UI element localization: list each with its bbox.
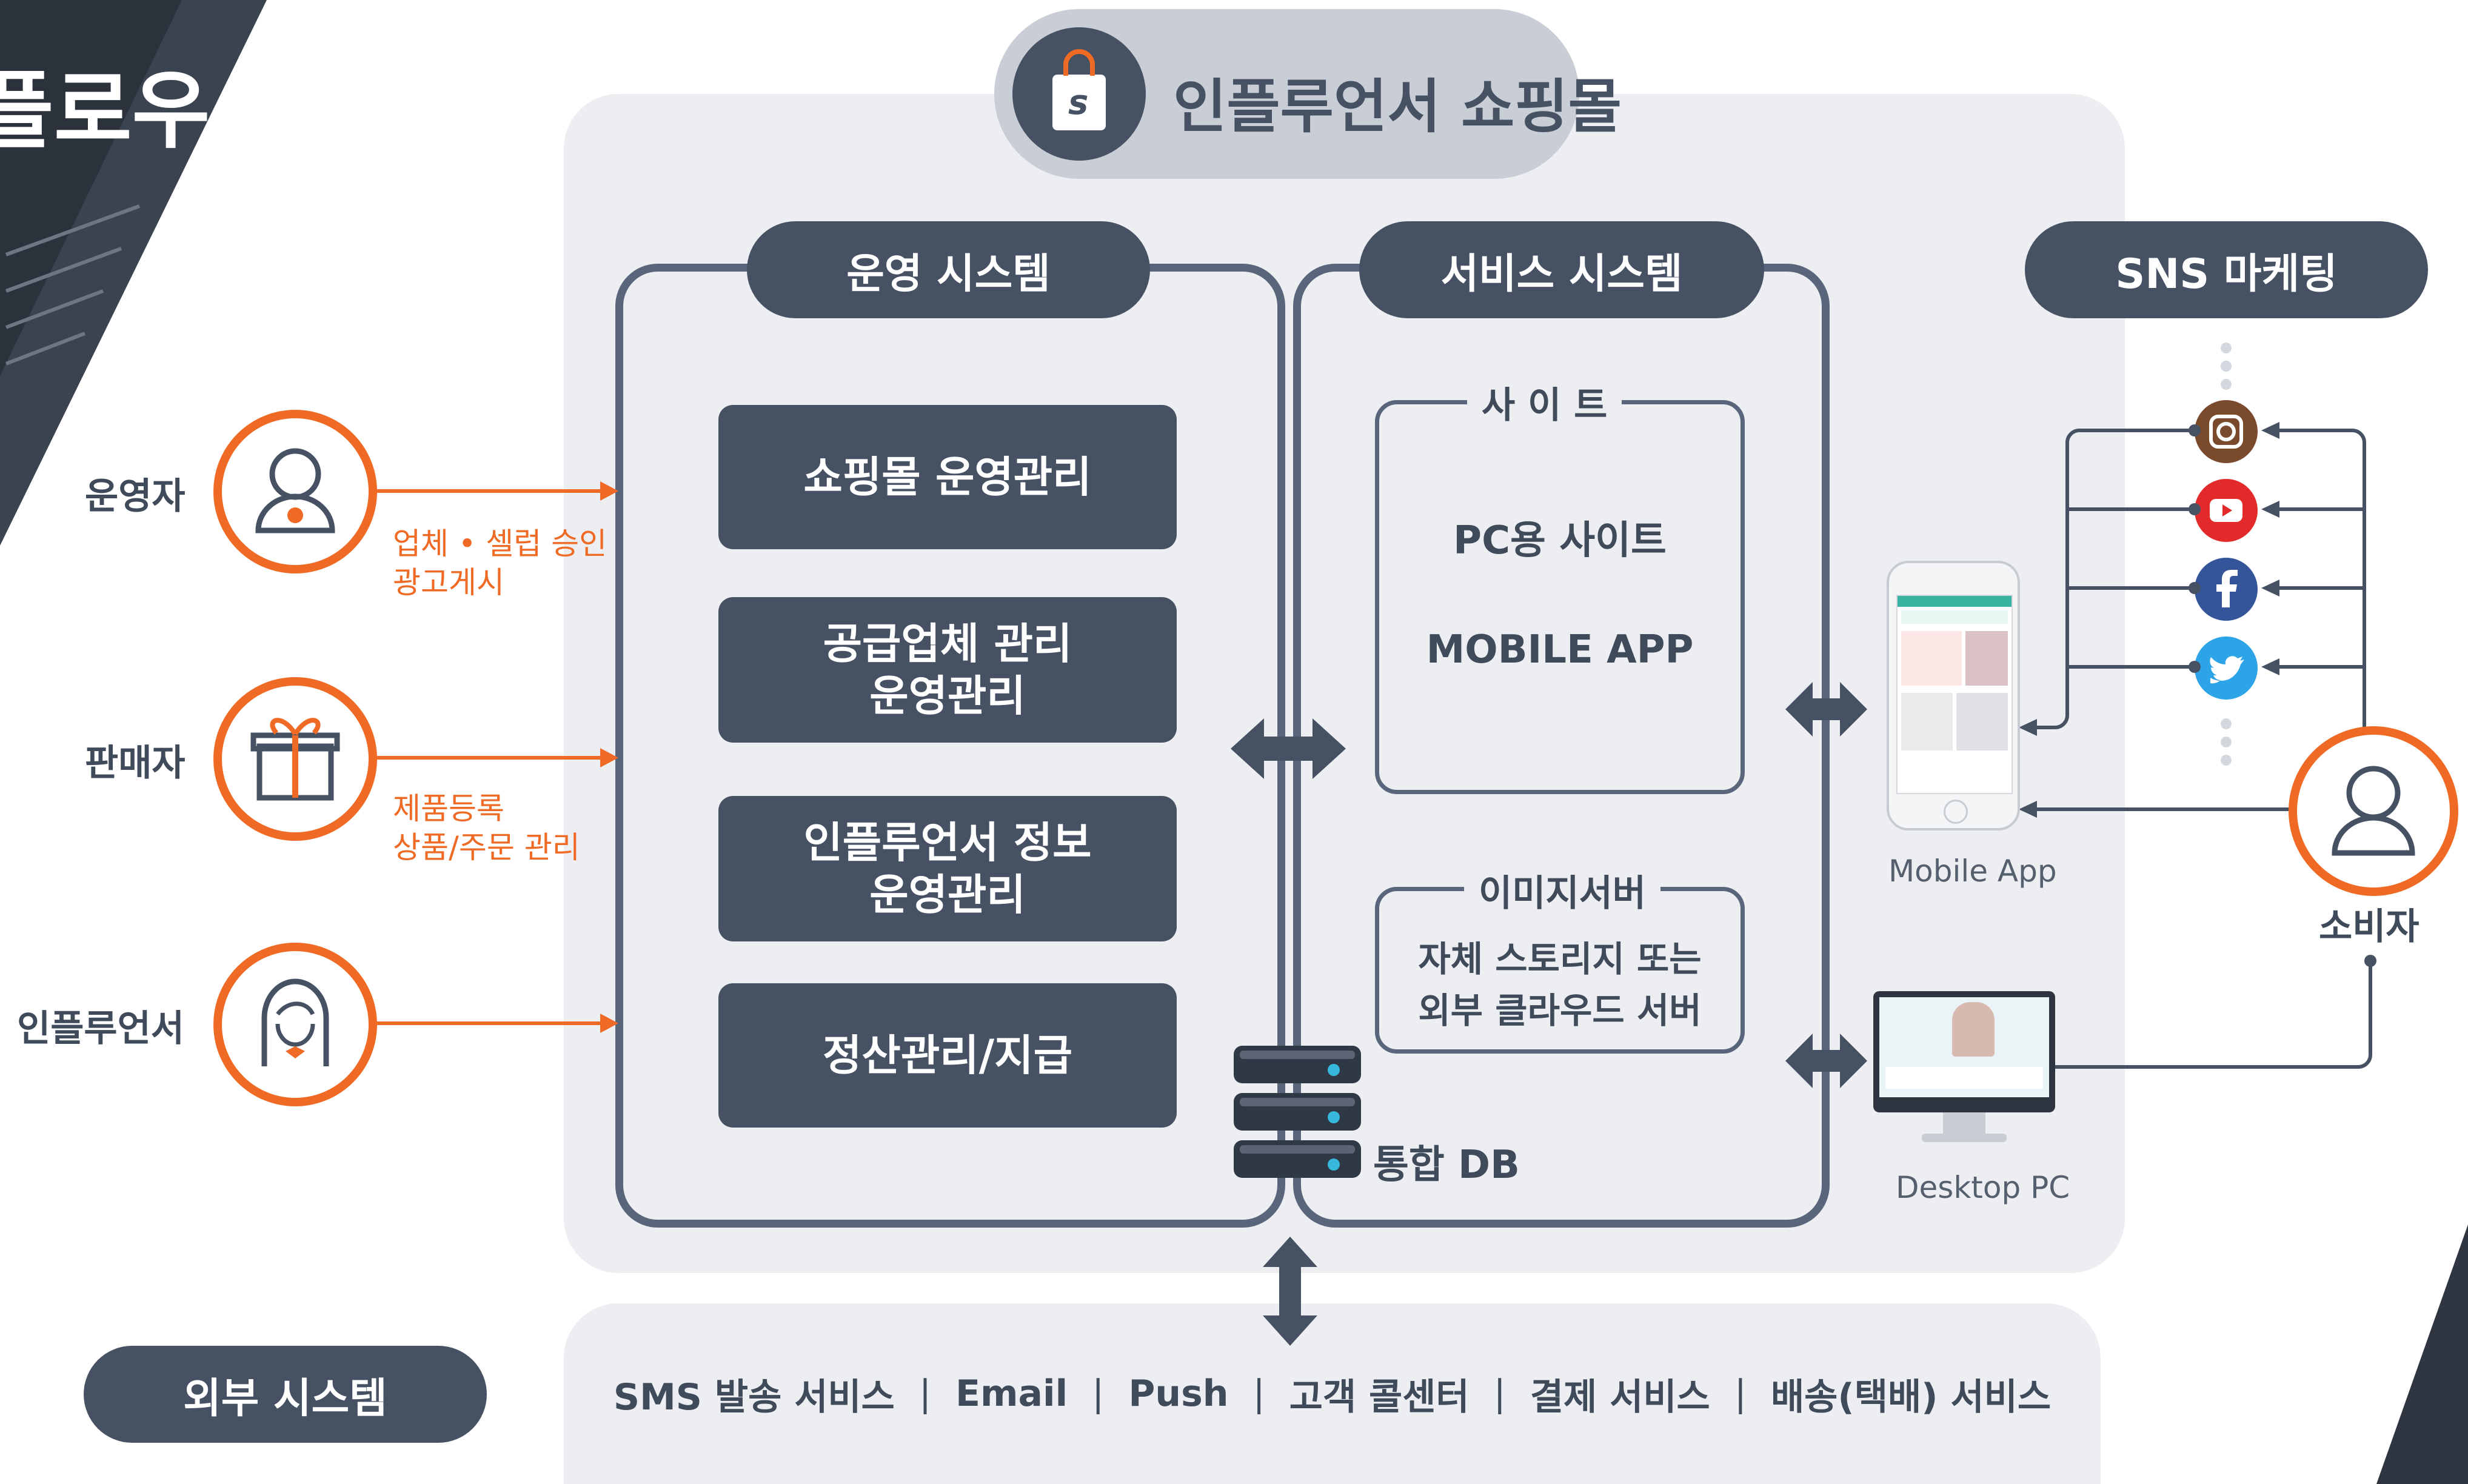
- corner-decoration: [0, 0, 267, 546]
- actor-circle-influencer: [213, 943, 377, 1106]
- operation-item-1: 공급업체 관리 운영관리: [718, 597, 1177, 743]
- instagram-icon[interactable]: [2195, 400, 2258, 463]
- image-server-line-1: 자체 스토리지 또는: [1418, 938, 1702, 980]
- corner-decoration-bottom: [2376, 1225, 2468, 1484]
- person-icon: [2332, 766, 2415, 856]
- site-box-title: 사 이 트: [1467, 376, 1622, 429]
- external-service-item: 배송(택배) 서비스: [1770, 1375, 2052, 1419]
- separator: |: [918, 1372, 932, 1415]
- dot: [2221, 343, 2232, 353]
- dot: [2221, 361, 2232, 372]
- actor-label-operator: 운영자: [85, 475, 186, 518]
- operation-system-label: 운영 시스템: [747, 221, 1150, 318]
- double-arrow-icon: [1231, 718, 1346, 779]
- image-server-line-2: 외부 클라우드 서버: [1418, 990, 1702, 1031]
- person-icon: [255, 448, 335, 533]
- site-box: [1375, 400, 1745, 794]
- actor-circle-operator: [213, 410, 377, 573]
- operation-item-3: 정산관리/지급: [718, 983, 1177, 1128]
- separator: |: [1734, 1372, 1747, 1415]
- desktop-stand: [1943, 1112, 1985, 1137]
- database-icon: [1234, 1046, 1361, 1178]
- double-arrow-icon: [1785, 682, 1867, 737]
- actor-circle-seller: [213, 677, 377, 841]
- operation-item-0: 쇼핑몰 운영관리: [718, 405, 1177, 549]
- site-line-pc: PC용 사이트: [1453, 518, 1667, 563]
- main-title: 인플루언서 쇼핑몰: [1173, 73, 1622, 141]
- sns-marketing-label: SNS 마케팅: [2025, 221, 2428, 318]
- dot: [2221, 737, 2232, 747]
- desktop-pc-label: Desktop PC: [1896, 1170, 2070, 1205]
- external-service-item: 결제 서비스: [1530, 1375, 1710, 1419]
- twitter-icon[interactable]: [2195, 637, 2258, 700]
- service-system-label: 서비스 시스템: [1359, 221, 1764, 318]
- youtube-icon[interactable]: [2195, 479, 2258, 542]
- actor-label-seller: 판매자: [85, 742, 186, 784]
- separator: |: [1493, 1372, 1506, 1415]
- external-service-item: 고객 콜센터: [1289, 1375, 1470, 1419]
- actor-label-influencer: 인플루언서: [17, 1008, 184, 1050]
- separator: |: [1252, 1372, 1265, 1415]
- gift-icon: [250, 718, 340, 801]
- facebook-icon[interactable]: [2195, 558, 2258, 621]
- actor-arrows: [376, 481, 618, 1033]
- shopping-bag-icon: s: [1012, 27, 1146, 161]
- operation-item-2: 인플루언서 정보 운영관리: [718, 796, 1177, 941]
- external-service-item: Email: [955, 1372, 1068, 1415]
- vertical-double-arrow-icon: [1263, 1237, 1317, 1346]
- dot: [2221, 718, 2232, 729]
- image-server-title: 이미지서버: [1464, 864, 1660, 917]
- dot: [2221, 379, 2232, 390]
- header-fragment: 플로우: [0, 62, 210, 161]
- mobile-phone: [1887, 561, 2020, 831]
- consumer-label: 소비자: [2319, 906, 2420, 948]
- external-services-bar: SMS 발송 서비스 | Email | Push | 고객 콜센터 | 결제 서비스 | 배송(택…: [564, 1303, 2101, 1484]
- external-service-item: SMS 발송 서비스: [613, 1375, 895, 1419]
- dot: [2221, 755, 2232, 766]
- influencer-icon: [261, 978, 329, 1066]
- external-system-label: 외부 시스템: [84, 1346, 487, 1443]
- site-line-mobile: MOBILE APP: [1426, 627, 1694, 672]
- external-service-item: Push: [1128, 1372, 1229, 1415]
- separator: |: [1092, 1372, 1105, 1415]
- db-label: 통합 DB: [1373, 1143, 1520, 1188]
- consumer-circle: [2289, 726, 2458, 896]
- double-arrow-icon: [1785, 1034, 1867, 1088]
- desktop-base: [1922, 1134, 2007, 1142]
- mobile-app-label: Mobile App: [1888, 854, 2057, 889]
- desktop-monitor: [1873, 991, 2055, 1112]
